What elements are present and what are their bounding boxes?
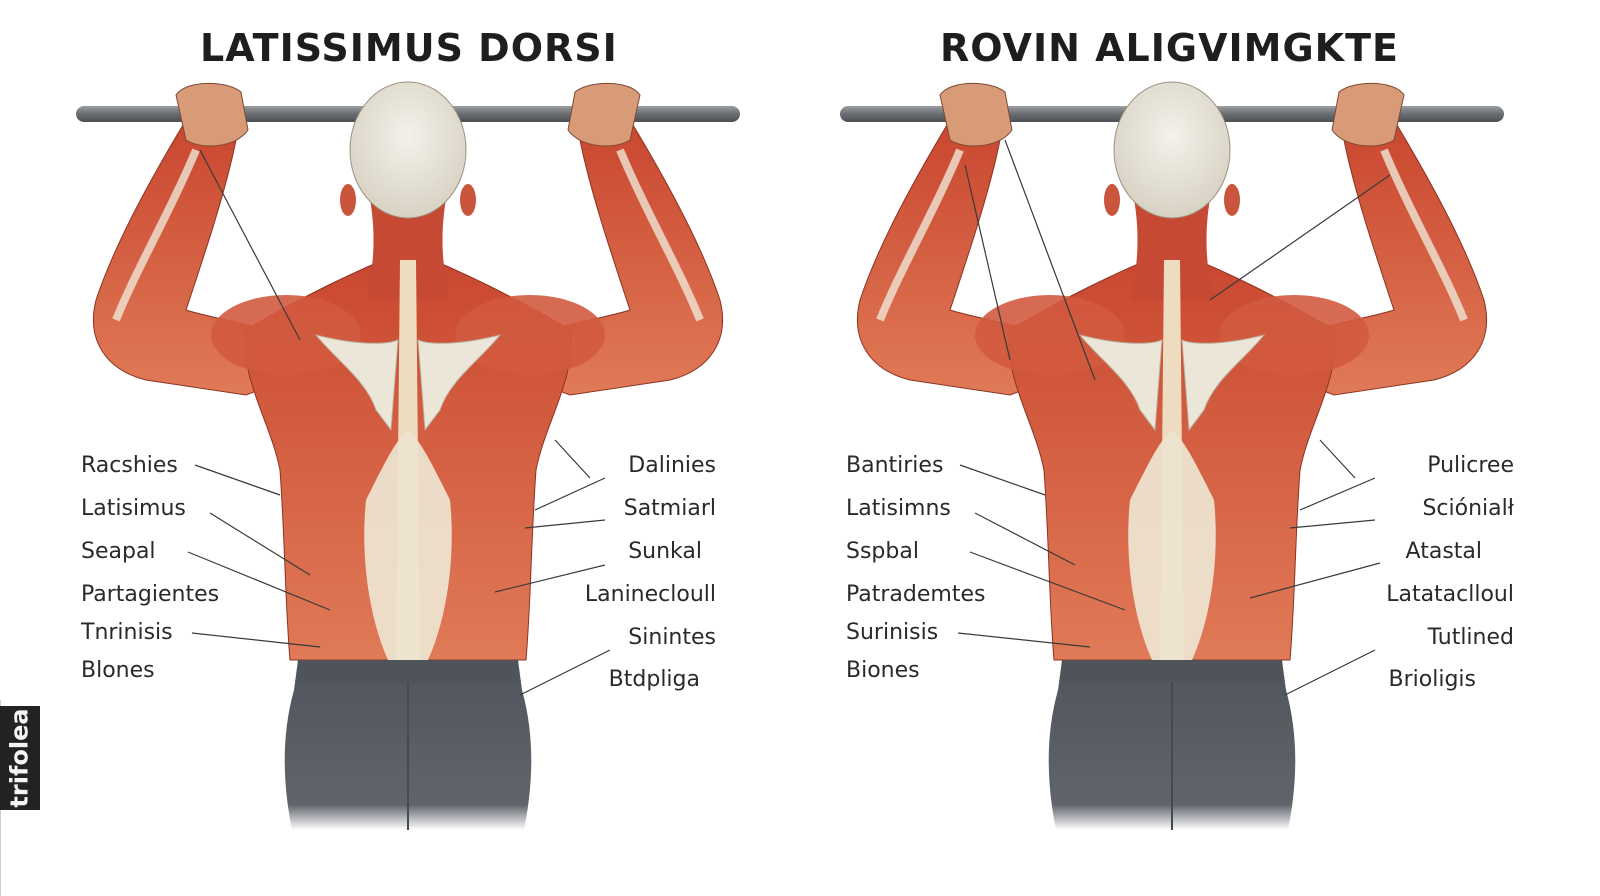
label-right-panel-left-4: Patrademtes xyxy=(846,582,986,607)
label-left-2: Latisimus xyxy=(81,496,186,521)
label-left-5: Tnrinisis xyxy=(81,620,173,645)
label-right-panel-left-5: Surinisis xyxy=(846,620,939,645)
label-right-panel-right-2: Sciónialł xyxy=(1422,496,1514,521)
panel-title-right: ROVIN ALIGVIMGKTE xyxy=(940,26,1399,70)
label-left-panel-right-4: Laninecloull xyxy=(584,582,716,607)
label-left-panel-right-2: Satmiarl xyxy=(623,496,716,521)
label-left-6: Blones xyxy=(81,658,155,683)
watermark-logo: trifolea xyxy=(0,706,40,810)
label-right-panel-right-1: Pulicree xyxy=(1427,453,1514,478)
label-right-panel-left-3: Sspbal xyxy=(846,539,919,564)
label-right-panel-right-3: Atastal xyxy=(1405,539,1482,564)
label-left-3: Seapal xyxy=(81,539,156,564)
label-left-panel-right-6: Btdpliga xyxy=(608,667,700,692)
label-right-panel-left-2: Latisimns xyxy=(846,496,951,521)
label-left-panel-right-3: Sunkal xyxy=(628,539,702,564)
label-left-panel-right-1: Dalinies xyxy=(628,453,716,478)
label-right-panel-right-4: Latatacllоul xyxy=(1386,582,1514,607)
label-right-panel-left-6: Biones xyxy=(846,658,920,683)
watermark-text: trifolea xyxy=(6,708,35,808)
label-right-panel-left-1: Bantiries xyxy=(846,453,944,478)
label-left-4: Partagientes xyxy=(81,582,220,607)
panel-title-left: LATISSIMUS DORSI xyxy=(200,26,618,70)
label-left-panel-right-5: Sinintes xyxy=(628,625,716,650)
label-right-panel-right-5: Tutlined xyxy=(1427,625,1514,650)
label-left-1: Racshies xyxy=(81,453,178,478)
label-right-panel-right-6: Brioligis xyxy=(1388,667,1476,692)
